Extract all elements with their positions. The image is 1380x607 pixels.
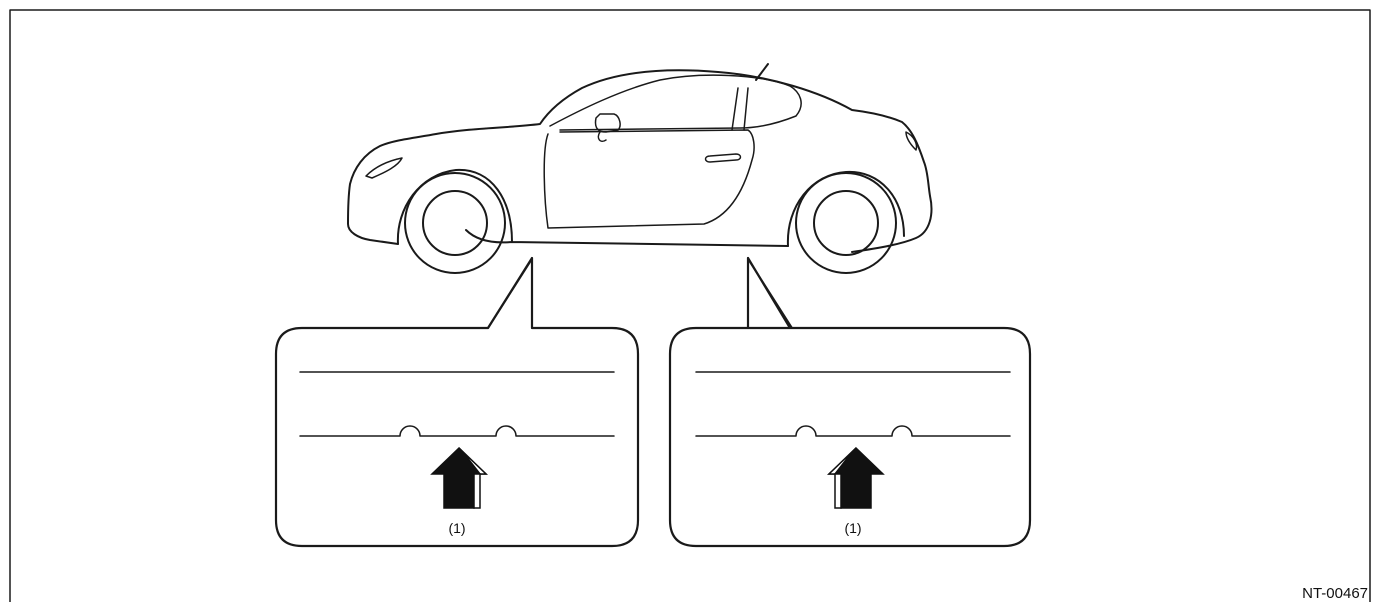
headlight — [365, 157, 403, 179]
front-rim — [422, 190, 488, 256]
callout-right: (1) — [668, 256, 1032, 548]
callout-right-arrow-stem-highlight — [834, 473, 842, 509]
side-mirror — [594, 113, 621, 143]
callout-right-label: (1) — [844, 520, 861, 536]
car-body-outline — [347, 69, 933, 253]
callout-left-sill-line — [299, 425, 615, 437]
b-pillar-inner — [743, 87, 749, 131]
front-wheel-arch — [396, 168, 513, 245]
antenna — [755, 63, 769, 81]
callout-left-panel — [274, 256, 640, 548]
callout-right-pointer — [747, 257, 793, 329]
car-illustration — [347, 63, 933, 274]
window-outline — [549, 74, 802, 131]
b-pillar — [731, 87, 739, 131]
callout-left: (1) — [274, 256, 640, 548]
callout-right-sill-line — [695, 425, 1011, 437]
callout-left-pointer — [487, 257, 533, 329]
figure-frame — [9, 9, 1371, 603]
callout-left-label: (1) — [448, 520, 465, 536]
front-tire — [404, 172, 506, 274]
rear-wheel-arch — [786, 170, 905, 247]
tail-light — [905, 131, 918, 151]
rear-tire — [795, 172, 897, 274]
figure-code: NT-00467 — [1302, 585, 1368, 602]
rear-rim — [813, 190, 879, 256]
door-outline — [543, 129, 755, 229]
door-handle — [704, 153, 742, 163]
callout-left-arrow-stem-highlight — [473, 473, 481, 509]
callout-right-panel — [668, 256, 1032, 548]
